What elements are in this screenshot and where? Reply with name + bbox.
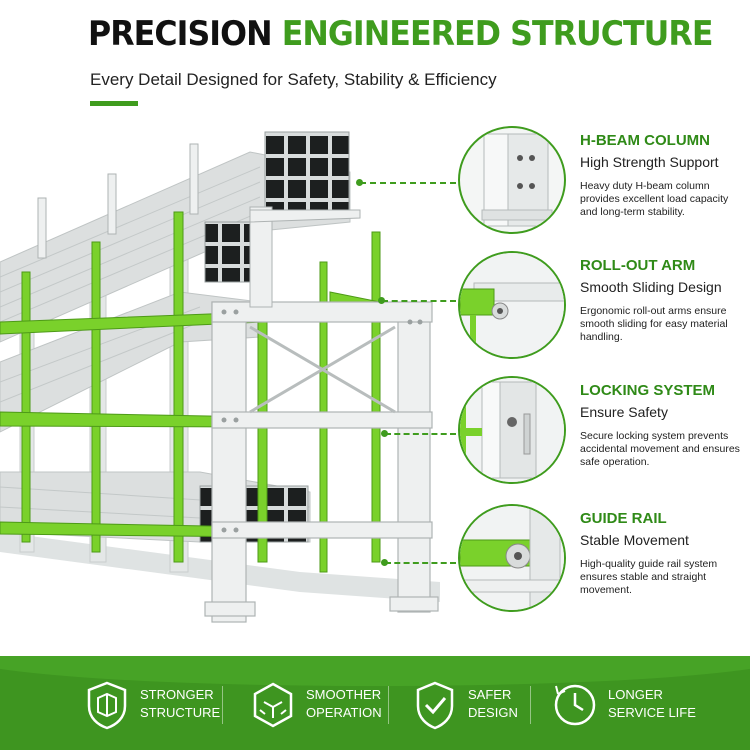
feature-description: Secure locking system prevents accidenta… [580,430,740,468]
feature-locking-system: LOCKING SYSTEM Ensure Safety Secure lock… [458,376,750,496]
connector-h-beam [360,182,456,184]
feature-title: H-BEAM COLUMN [580,132,710,149]
title-black: PRECISION [88,14,273,54]
feature-title: LOCKING SYSTEM [580,382,716,399]
connector-guide-rail [385,562,456,564]
feature-subtitle: High Strength Support [580,154,719,170]
connector-locking [385,433,456,435]
title-green: ENGINEERED STRUCTURE [281,14,714,54]
feature-guide-rail: GUIDE RAIL Stable Movement High-quality … [458,504,750,624]
feature-roll-out-arm: ROLL-OUT ARM Smooth Sliding Design Ergon… [458,251,750,371]
benefit-line2: OPERATION [306,705,382,720]
shield-check-icon [416,681,454,730]
benefit-divider [222,686,223,724]
benefit-label: SAFER DESIGN [468,686,518,722]
benefit-line2: SERVICE LIFE [608,705,696,720]
title-accent-bar [90,101,138,106]
feature-subtitle: Smooth Sliding Design [580,279,722,295]
connector-dot-h-beam [356,179,363,186]
benefit-line1: SAFER [468,687,512,702]
feature-description: High-quality guide rail system ensures s… [580,558,718,596]
connector-dot-roll-out [378,297,385,304]
feature-subtitle: Ensure Safety [580,404,668,420]
benefit-label: LONGER SERVICE LIFE [608,686,696,722]
benefits-banner: STRONGER STRUCTURE SMOOTHER OPERATION SAFE… [0,656,750,750]
cube-operation-icon [253,682,293,728]
page-title: PRECISION ENGINEERED STRUCTURE [88,14,713,54]
clock-life-icon [554,684,596,726]
benefit-label: SMOOTHER OPERATION [306,686,382,722]
feature-h-beam-column: H-BEAM COLUMN High Strength Support Heav… [458,126,750,246]
benefit-line1: STRONGER [140,687,214,702]
guide-rail-detail-icon [458,504,566,612]
feature-description: Ergonomic roll-out arms ensure smooth sl… [580,305,728,343]
feature-subtitle: Stable Movement [580,532,689,548]
benefit-divider [530,686,531,724]
benefit-line2: DESIGN [468,705,518,720]
roll-out-arm-detail-icon [458,251,566,359]
h-beam-column-detail-icon [458,126,566,234]
benefit-line1: LONGER [608,687,663,702]
page-subtitle: Every Detail Designed for Safety, Stabil… [90,70,497,89]
connector-dot-locking [381,430,388,437]
benefit-line2: STRUCTURE [140,705,221,720]
locking-system-detail-icon [458,376,566,484]
cantilever-rack-illustration [0,131,440,623]
feature-title: GUIDE RAIL [580,510,667,527]
benefit-line1: SMOOTHER [306,687,382,702]
benefit-divider [388,686,389,724]
feature-description: Heavy duty H-beam column provides excell… [580,180,729,218]
connector-roll-out [382,300,456,302]
connector-dot-guide-rail [381,559,388,566]
feature-title: ROLL-OUT ARM [580,257,696,274]
benefit-label: STRONGER STRUCTURE [140,686,220,722]
shield-structure-icon [87,681,127,730]
